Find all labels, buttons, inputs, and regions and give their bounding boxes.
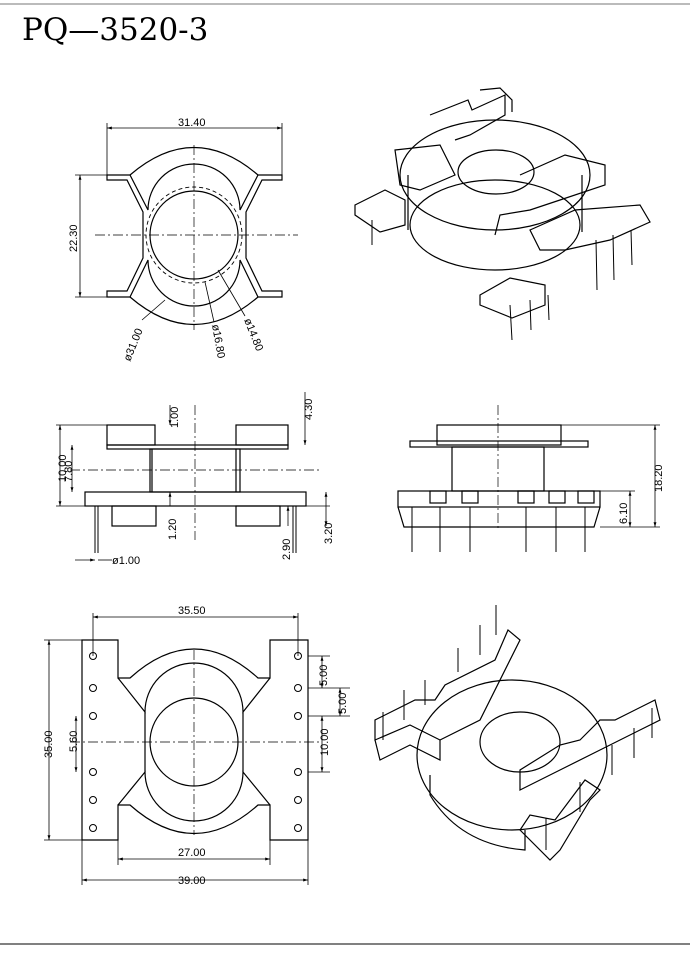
iso-view-bottom [374,605,661,861]
dim-side-7-80: 7.80 [63,461,75,482]
dim-bottom-5-a: 5.00 [318,665,330,686]
dim-side-3-20: 3.20 [323,523,335,544]
bottom-view: 35.50 35.00 5.60 5.00 5.00 10.00 27.00 3… [43,605,350,887]
front-view: 18.20 6.10 [397,405,665,552]
dim-bottom-35-50: 35.50 [178,605,206,617]
part-title: PQ—3520-3 [22,12,208,48]
left-pin-holes [89,652,97,832]
dim-side-4-30: 4.30 [303,399,315,420]
dim-side-1-20: 1.20 [167,519,179,540]
dim-bottom-5-60: 5.60 [68,731,80,752]
side-view: 10.00 7.80 1.00 4.30 1.20 2.90 3.20 ø1.0… [56,392,335,567]
dim-top-width: 31.40 [178,117,206,129]
dim-front-6-10: 6.10 [618,503,630,524]
dim-bottom-35: 35.00 [43,730,55,758]
dim-top-height: 22.30 [68,224,80,252]
dim-side-2-90: 2.90 [281,539,293,560]
top-view: 31.40 22.30 ø31.00 ø16.80 ø14.80 [68,117,298,363]
dim-bottom-39: 39.00 [178,875,206,887]
dim-side-1: 1.00 [169,407,181,428]
right-pin-holes [294,652,302,832]
dim-dia-16: ø16.80 [209,323,227,359]
dim-bottom-27: 27.00 [178,847,206,859]
dim-pin-dia: ø1.00 [112,555,140,567]
dim-dia-14: ø14.80 [241,317,265,353]
dim-bottom-10: 10.00 [319,728,331,756]
dim-dia-31: ø31.00 [122,327,146,363]
dim-front-18-20: 18.20 [653,464,665,492]
dim-bottom-5-b: 5.00 [337,693,349,714]
iso-view-top [354,87,651,341]
dim-side-10: 10.00 [57,454,69,482]
